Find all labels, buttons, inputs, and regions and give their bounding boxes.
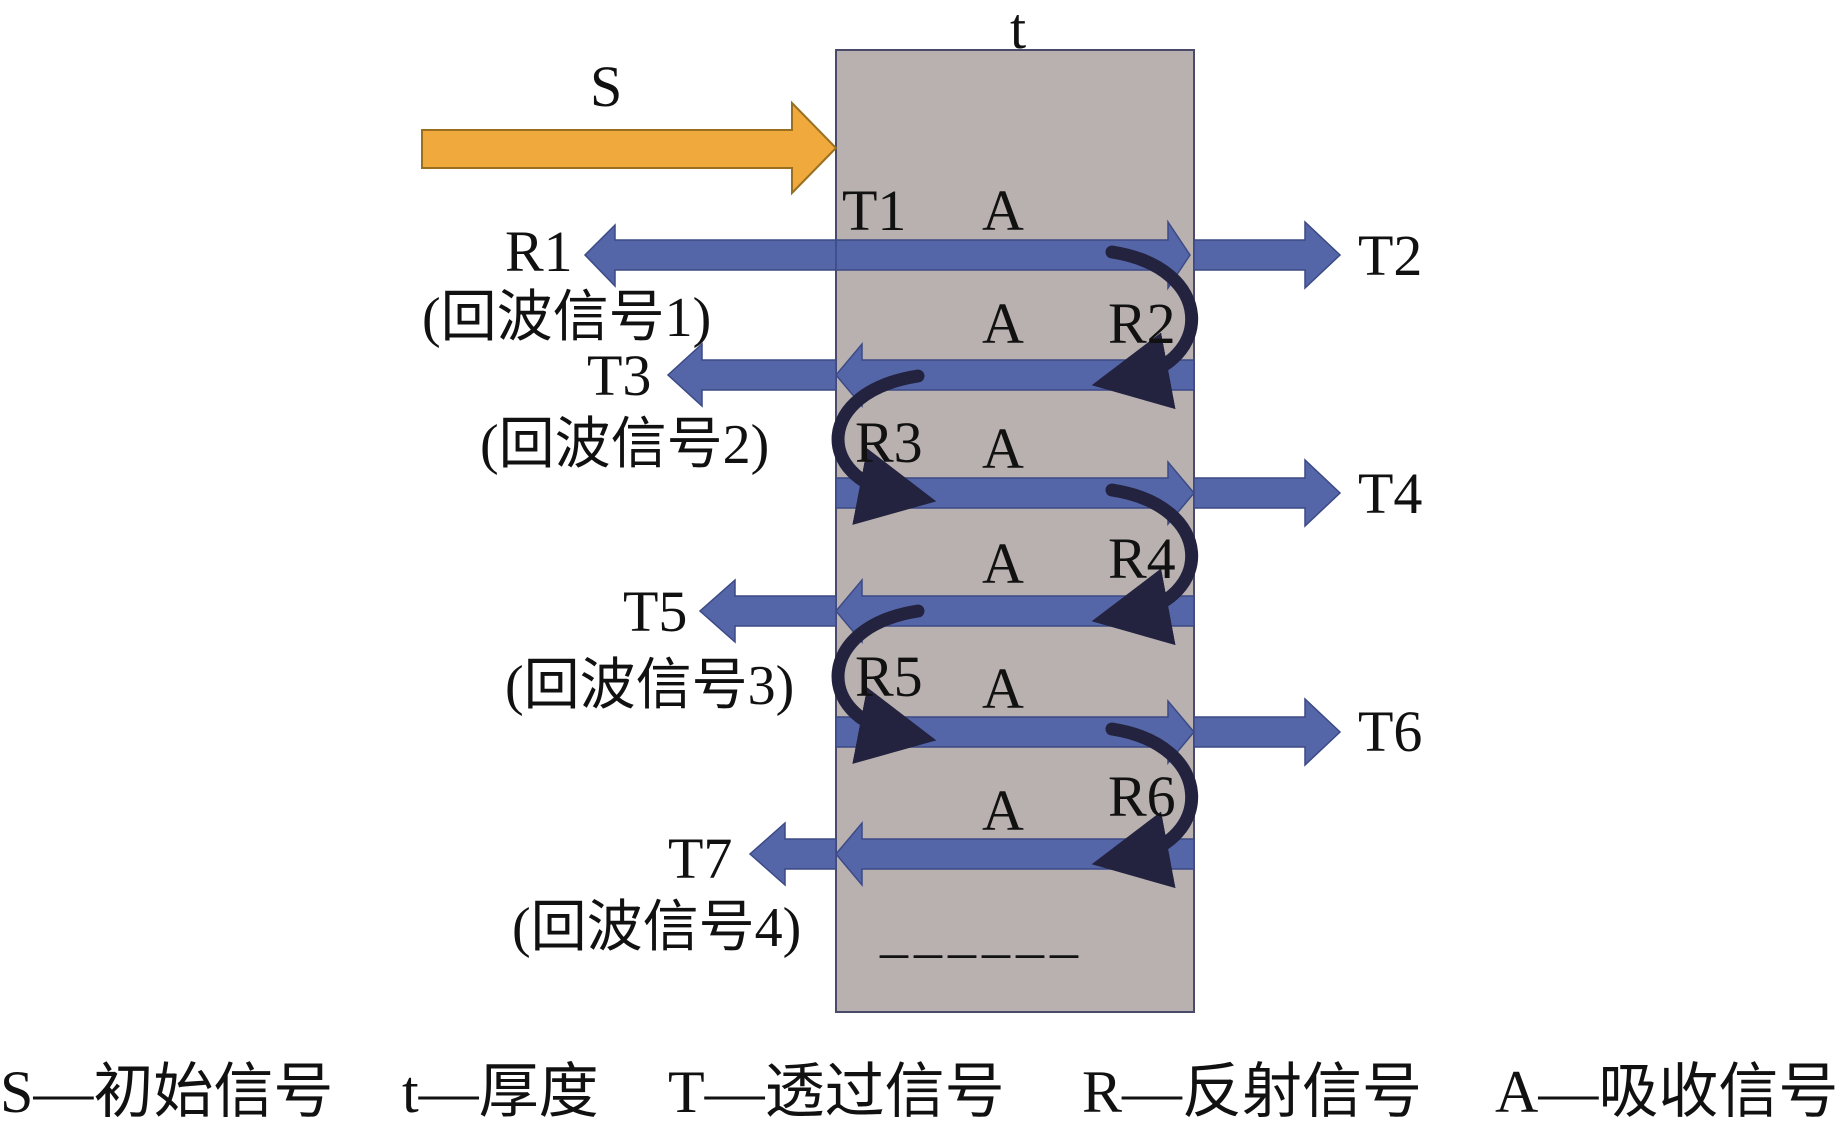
legend-absorb: A—吸收信号 bbox=[1495, 1059, 1839, 1125]
t3-label: T3 bbox=[587, 343, 652, 408]
r4-label: R4 bbox=[1108, 526, 1176, 591]
t7-label: T7 bbox=[668, 826, 733, 891]
a3-label: A bbox=[982, 416, 1024, 481]
a1-label: A bbox=[982, 178, 1024, 243]
t4-label: T4 bbox=[1358, 461, 1423, 526]
echo3-label: (回波信号3) bbox=[505, 655, 795, 717]
t7-arrow bbox=[748, 821, 837, 887]
t2-arrow bbox=[1193, 220, 1342, 290]
r6-label: R6 bbox=[1108, 764, 1176, 829]
t6-label: T6 bbox=[1358, 699, 1423, 764]
a2-label: A bbox=[982, 291, 1024, 356]
r3-curve bbox=[831, 369, 937, 525]
r2-curve bbox=[1091, 245, 1199, 410]
a6-label: A bbox=[982, 778, 1024, 843]
legend-reflect: R—反射信号 bbox=[1082, 1059, 1423, 1125]
t4-arrow bbox=[1193, 458, 1342, 528]
r1-arrow bbox=[583, 223, 837, 288]
t6-arrow bbox=[1193, 697, 1342, 767]
r5-curve bbox=[831, 604, 937, 764]
t5-label: T5 bbox=[623, 579, 688, 644]
t2-label: T2 bbox=[1358, 223, 1423, 288]
legend-transmit: T—透过信号 bbox=[668, 1059, 1005, 1125]
r5-label: R5 bbox=[855, 644, 923, 709]
legend-s: S—初始信号 bbox=[0, 1059, 334, 1125]
r4-curve bbox=[1091, 483, 1199, 646]
r1-label: R1 bbox=[505, 219, 573, 284]
t5-arrow bbox=[698, 578, 837, 644]
source-signal-arrow bbox=[421, 100, 838, 196]
r6-curve bbox=[1091, 722, 1199, 889]
echo4-label: (回波信号4) bbox=[512, 897, 802, 959]
r2-label: R2 bbox=[1108, 291, 1176, 356]
echo1-label: (回波信号1) bbox=[422, 287, 712, 349]
a5-label: A bbox=[982, 656, 1024, 721]
echo2-label: (回波信号2) bbox=[480, 414, 770, 476]
t1-label: T1 bbox=[842, 178, 907, 243]
reflection-curves bbox=[831, 245, 1199, 889]
thickness-label: t bbox=[1010, 0, 1027, 61]
legend-t: t—厚度 bbox=[402, 1059, 599, 1125]
t1-arrow bbox=[835, 219, 1191, 291]
continuation-dashes: ______ bbox=[880, 902, 1084, 964]
source-label: S bbox=[590, 54, 623, 119]
a4-label: A bbox=[982, 531, 1024, 596]
r3-label: R3 bbox=[855, 410, 923, 475]
t3-arrow bbox=[666, 342, 837, 408]
